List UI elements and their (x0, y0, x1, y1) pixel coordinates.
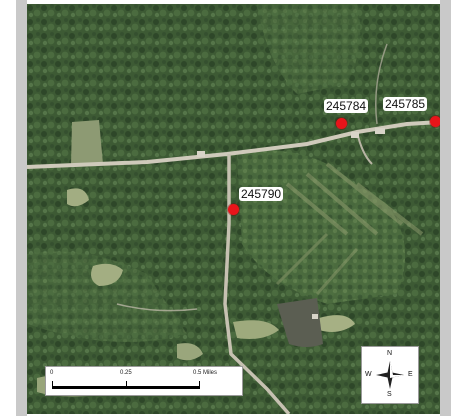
scale-label-0-5-miles: 0.5 Miles (193, 370, 218, 376)
marker-245784[interactable] (336, 118, 347, 129)
right-border (440, 0, 451, 416)
compass-west: W (365, 371, 372, 378)
marker-label-245785: 245785 (383, 97, 428, 111)
scale-bar: 0 0.25 0.5 Miles (45, 366, 243, 396)
north-arrow: N S W E (361, 346, 419, 404)
map-view[interactable]: 245784 245785 245790 0 0.25 0.5 Miles N … (27, 4, 440, 414)
left-border (16, 0, 27, 416)
compass-east: E (408, 371, 413, 378)
scale-bar-tick (52, 381, 53, 389)
marker-label-245790: 245790 (239, 187, 284, 201)
scale-label-0-25: 0.25 (120, 370, 132, 376)
compass-north: N (387, 350, 393, 357)
marker-245790[interactable] (228, 204, 239, 215)
scale-bar-tick (126, 381, 127, 389)
compass-rose-icon (376, 361, 404, 389)
marker-label-245784: 245784 (324, 99, 369, 113)
scale-label-0: 0 (50, 370, 54, 376)
aerial-imagery (27, 4, 440, 414)
compass-south: S (387, 391, 392, 398)
marker-245785[interactable] (430, 116, 440, 127)
scale-bar-tick (199, 381, 200, 389)
